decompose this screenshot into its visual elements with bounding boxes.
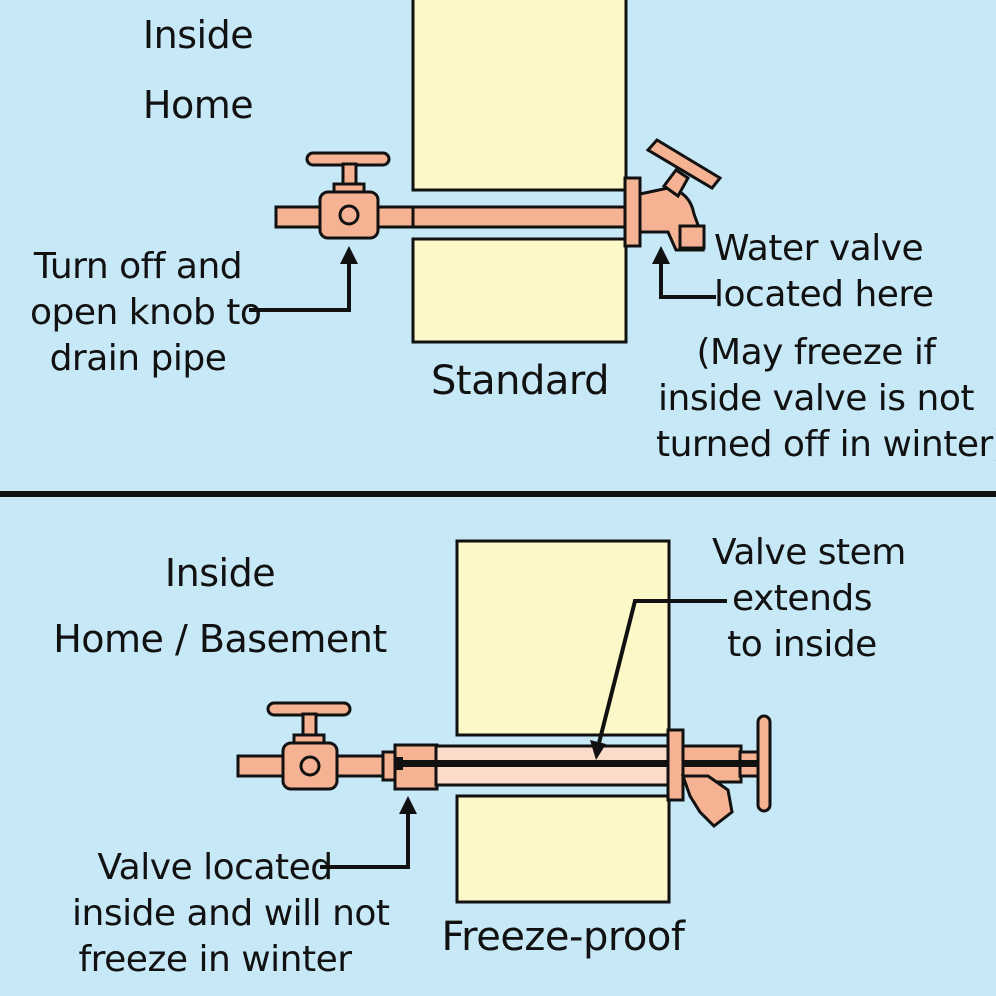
freezeproof-caption: Freeze-proof: [441, 914, 685, 960]
stem-callout-line-2: extends: [731, 578, 873, 619]
standard-location-line-1: Inside: [142, 13, 254, 57]
standard-location-line-2: Home: [142, 83, 254, 127]
freeze-note-line-3: turned off in winter): [656, 424, 996, 465]
standard-location-label: Inside Home: [118, 0, 278, 140]
freezeproof-location-line-2: Home / Basement: [53, 617, 387, 661]
standard-caption: Standard: [431, 358, 609, 404]
panel-divider: [0, 491, 996, 497]
stem-callout-line-1: Valve stem: [712, 532, 906, 573]
knob-callout-text: Turn off and open knob to drain pipe: [30, 244, 262, 382]
knob-callout-line-3: drain pipe: [49, 338, 227, 379]
standard-valve-callout-text: Water valve located here: [714, 226, 934, 318]
freeze-note-line-2: inside valve is not: [658, 378, 974, 419]
standard-valve-callout-line-2: located here: [714, 274, 934, 315]
freezeproof-wall: [455, 539, 671, 904]
standard-callout-arrows: [249, 246, 716, 312]
freezeproof-location-label: Inside Home / Basement: [30, 540, 410, 672]
freeze-note-line-1: (May freeze if: [696, 332, 936, 373]
standard-outdoor-faucet: [623, 138, 723, 252]
freezeproof-location-line-1: Inside: [164, 551, 276, 595]
freezeproof-valve-callout-line-1: Valve located: [97, 847, 333, 888]
standard-wall: [411, 0, 628, 344]
standard-valve-callout-line-1: Water valve: [714, 228, 924, 269]
freezeproof-outdoor-faucet: [666, 714, 772, 828]
freeze-note-text: (May freeze if inside valve is not turne…: [656, 330, 996, 468]
standard-shutoff-valve: [305, 151, 391, 240]
knob-callout-line-2: open knob to: [30, 292, 262, 333]
freezeproof-valve-callout-line-2: inside and will not: [72, 893, 390, 934]
freezeproof-shutoff-valve: [266, 701, 352, 791]
stem-callout-line-3: to inside: [727, 624, 877, 665]
stem-callout-text: Valve stem extends to inside: [712, 530, 906, 668]
freezeproof-valve-callout-text: Valve located inside and will not freeze…: [72, 845, 390, 983]
knob-callout-line-1: Turn off and: [33, 246, 243, 287]
freezeproof-callout-arrows: [320, 599, 727, 869]
freezeproof-valve-callout-line-3: freeze in winter: [78, 939, 352, 980]
